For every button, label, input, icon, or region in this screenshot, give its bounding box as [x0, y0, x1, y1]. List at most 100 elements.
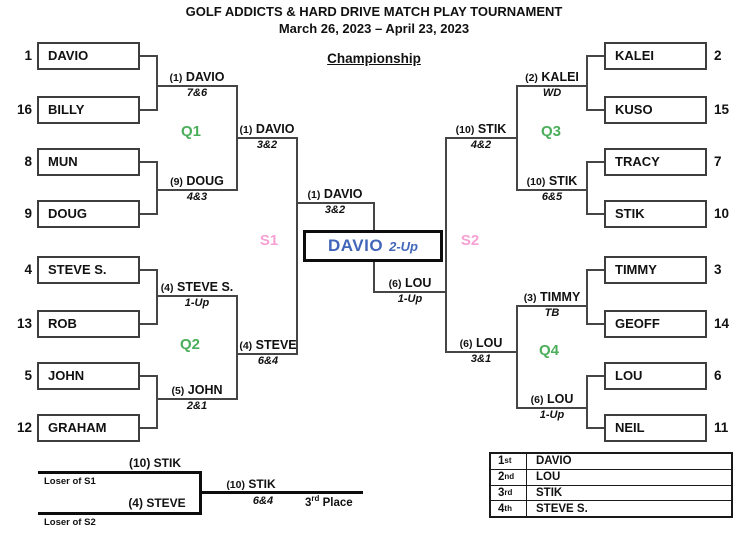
seed-number: 15: [714, 102, 730, 117]
player-box: MUN: [37, 148, 140, 176]
bracket-line: [516, 305, 518, 409]
third-place-top-entrant: (10) STIK: [128, 456, 181, 470]
round-label-q1: Q1: [180, 123, 201, 140]
bracket-line: [373, 291, 447, 293]
name-cell: STIK: [536, 486, 563, 499]
loser-s2-label: Loser of S2: [44, 517, 96, 528]
match-winner-label: (6) LOU 1-Up: [502, 392, 602, 421]
match-winner-label: (9) DOUG 4&3: [147, 174, 247, 203]
winner-name: (4) STEVE: [239, 338, 297, 352]
match-score: 4&3: [186, 191, 208, 203]
bracket-line: [296, 202, 374, 204]
match-score: 6&5: [541, 191, 563, 203]
bracket-line: [586, 213, 604, 215]
bracket-line: [586, 427, 604, 429]
player-box: GEOFF: [604, 310, 707, 338]
match-score: 7&6: [186, 87, 208, 99]
bracket-line: [156, 85, 238, 87]
page-dates: March 26, 2023 – April 23, 2023: [278, 21, 470, 36]
player-box: STIK: [604, 200, 707, 228]
bracket-line: [156, 375, 158, 429]
player-box: DAVIO: [37, 42, 140, 70]
winner-name: (6) LOU: [459, 336, 503, 350]
bracket-line: [156, 269, 158, 325]
winner-name: (4) STEVE S.: [160, 280, 234, 294]
winner-name: (10) STIK: [526, 174, 578, 188]
winner-name: (10) STIK: [455, 122, 507, 136]
bracket-line: [586, 375, 604, 377]
champion-name: DAVIO: [328, 236, 384, 255]
bracket-line: [140, 427, 158, 429]
round-label-q4: Q4: [538, 342, 559, 359]
name-cell: LOU: [536, 471, 561, 484]
bracket-line: [516, 189, 588, 191]
bracket-line: [296, 137, 298, 355]
seed-number: 10: [714, 206, 730, 221]
bracket-line: [140, 161, 158, 163]
match-score: TB: [544, 307, 560, 319]
bracket-line: [516, 305, 588, 307]
winner-name: (2) KALEI: [525, 70, 579, 84]
player-box: TIMMY: [604, 256, 707, 284]
match-winner-label: (3) TIMMY TB: [502, 290, 602, 319]
player-box: DOUG: [37, 200, 140, 228]
player-box: JOHN: [37, 362, 140, 390]
bracket-line: [140, 269, 158, 271]
name-cell: DAVIO: [536, 455, 572, 468]
bracket-line: [38, 512, 202, 515]
bracket-line: [38, 471, 202, 474]
loser-s1-label: Loser of S1: [44, 476, 96, 487]
round-label-q2: Q2: [179, 336, 200, 353]
seed-number: 11: [714, 420, 729, 435]
player-box: ROB: [37, 310, 140, 338]
seed-number: 16: [16, 102, 32, 117]
bracket-line: [586, 323, 604, 325]
winner-name: (5) JOHN: [171, 383, 223, 397]
match-winner-label: (4) STEVE S. 1-Up: [147, 280, 247, 309]
match-score: WD: [542, 87, 562, 99]
bracket-line: [156, 189, 238, 191]
bracket-line: [199, 491, 363, 494]
seed-number: 2: [714, 48, 722, 63]
bracket-line: [516, 85, 588, 87]
bracket-line: [140, 213, 158, 215]
player-box: LOU: [604, 362, 707, 390]
match-winner-label: (6) LOU 3&1: [431, 336, 531, 365]
winner-name: (1) DAVIO: [169, 70, 225, 84]
winner-name: (3) TIMMY: [523, 290, 581, 304]
match-score: 3&2: [256, 139, 278, 151]
round-label-s1: S1: [259, 232, 279, 249]
page-title: GOLF ADDICTS & HARD DRIVE MATCH PLAY TOU…: [185, 4, 563, 19]
third-place-heading: 3rd Place: [305, 494, 353, 509]
championship-heading: Championship: [327, 51, 421, 66]
player-box: STEVE S.: [37, 256, 140, 284]
match-winner-label: (10) STIK 6&5: [502, 174, 602, 203]
bracket-line: [586, 269, 604, 271]
match-winner-label: (1) DAVIO 3&2: [217, 122, 317, 151]
match-winner-label: (4) STEVE 6&4: [218, 338, 318, 367]
bracket-line: [445, 137, 518, 139]
match-winner-label: (5) JOHN 2&1: [147, 383, 247, 412]
bracket-line: [445, 137, 447, 353]
match-score: 2&1: [186, 400, 208, 412]
match-score: 1-Up: [539, 409, 565, 421]
seed-number: 5: [24, 368, 32, 383]
bracket-line: [586, 109, 604, 111]
name-cell: STEVE S.: [536, 502, 588, 515]
bracket-line: [373, 202, 375, 232]
seed-number: 8: [24, 154, 32, 169]
bracket-line: [586, 375, 588, 429]
bracket-line: [140, 55, 158, 57]
seed-number: 3: [714, 262, 722, 277]
third-place-winner: (10) STIK: [226, 477, 276, 491]
bracket-line: [586, 55, 588, 111]
bracket-line: [140, 375, 158, 377]
match-score: 6&4: [257, 355, 279, 367]
winner-name: (9) DOUG: [170, 174, 224, 188]
match-winner-label: (10) STIK 4&2: [431, 122, 531, 151]
